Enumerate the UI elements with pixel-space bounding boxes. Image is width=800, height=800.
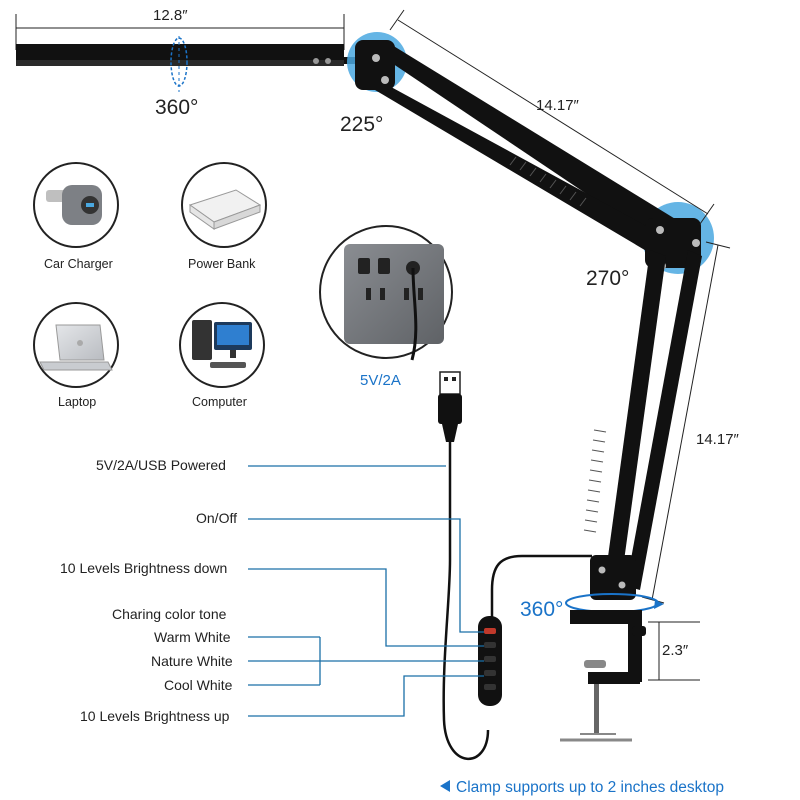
nature-white-label: Nature White xyxy=(151,653,233,669)
laptop-icon xyxy=(33,302,119,388)
light-bar xyxy=(15,14,368,66)
upper-arm-length-label: 14.17″ xyxy=(536,97,580,114)
triangle-left-icon xyxy=(440,780,450,792)
warm-white-label: Warm White xyxy=(154,629,231,645)
car-charger-label: Car Charger xyxy=(44,257,113,271)
head-joint-angle: 225° xyxy=(340,113,383,136)
inline-remote xyxy=(478,616,502,706)
upper-arm xyxy=(355,40,701,270)
power-bank-label: Power Bank xyxy=(188,257,256,271)
brightness-up-label: 10 Levels Brightness up xyxy=(80,708,230,724)
lower-arm-length-label: 14.17″ xyxy=(696,431,740,448)
desk-clamp xyxy=(560,593,664,742)
on-off-label: On/Off xyxy=(196,510,237,526)
lamp-cable xyxy=(490,554,592,620)
head-rotation-label: 360° xyxy=(155,96,198,119)
car-charger-icon xyxy=(33,162,119,248)
upper-arm-dimension xyxy=(389,9,715,225)
color-tone-title: Charing color tone xyxy=(112,606,227,622)
base-rotation-label: 360° xyxy=(520,598,563,621)
usb-powered-label: 5V/2A/USB Powered xyxy=(96,457,226,473)
usb-plug-icon xyxy=(438,371,462,442)
clamp-height-label: 2.3″ xyxy=(662,642,689,659)
laptop-label: Laptop xyxy=(58,395,96,409)
head-rotation-marker xyxy=(170,36,188,92)
power-bank-icon xyxy=(181,162,267,248)
computer-label: Computer xyxy=(192,395,247,409)
callout-lines xyxy=(248,465,484,717)
cool-white-label: Cool White xyxy=(164,677,233,693)
brightness-down-label: 10 Levels Brightness down xyxy=(60,560,227,576)
bar-length-label: 12.8″ xyxy=(153,7,188,24)
lower-arm xyxy=(583,250,702,600)
clamp-height-dimension xyxy=(648,621,700,681)
socket-rating-label: 5V/2A xyxy=(360,372,401,389)
lower-arm-dimension xyxy=(641,241,731,604)
clamp-note: Clamp supports up to 2 inches desktop xyxy=(456,779,724,796)
elbow-joint-angle: 270° xyxy=(586,267,629,290)
usb-cable xyxy=(442,442,490,760)
wall-socket-icon xyxy=(319,225,453,361)
computer-icon xyxy=(179,302,265,388)
